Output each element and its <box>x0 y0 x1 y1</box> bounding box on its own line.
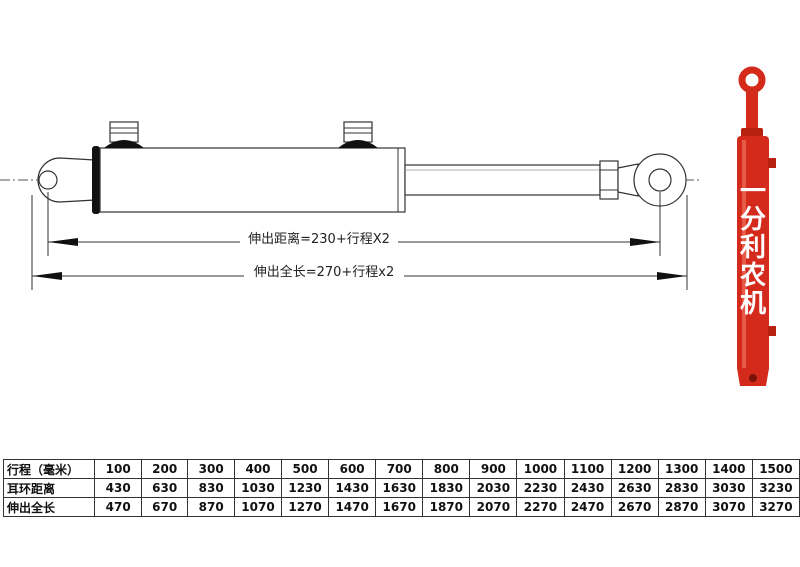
table-cell: 1200 <box>610 459 659 479</box>
table-cell: 1000 <box>516 459 565 479</box>
table-cell: 2230 <box>516 478 565 498</box>
table-cell: 630 <box>140 478 189 498</box>
top-collar <box>741 128 763 138</box>
table-cell: 3230 <box>751 478 800 498</box>
vertical-char-0: 一 <box>740 177 766 207</box>
table-cell: 1100 <box>563 459 612 479</box>
table-cell: 1400 <box>704 459 753 479</box>
rear-clevis-eye <box>37 157 96 203</box>
dimension-label-retracted: 伸出距离=230+行程X2 <box>248 231 390 247</box>
vertical-char-2: 利 <box>740 233 766 263</box>
table-cell: 600 <box>328 459 377 479</box>
table-cell: 1500 <box>751 459 800 479</box>
row-header: 行程（毫米） <box>2 459 96 479</box>
table-cell: 2670 <box>610 497 659 517</box>
table-cell: 700 <box>375 459 424 479</box>
table-cell: 2030 <box>469 478 518 498</box>
vertical-char-4: 机 <box>740 289 766 319</box>
table-cell: 2830 <box>657 478 706 498</box>
table-row-stroke: 行程（毫米） 100 200 300 400 500 600 700 800 9… <box>2 459 800 479</box>
front-eye-hole <box>648 168 672 192</box>
table-cell: 1270 <box>281 497 330 517</box>
barrel-highlight <box>742 140 746 368</box>
table-cell: 1630 <box>375 478 424 498</box>
upper-port <box>768 158 776 168</box>
cylinder-barrel <box>99 147 406 213</box>
table-cell: 200 <box>140 459 189 479</box>
table-cell: 430 <box>94 478 142 498</box>
vertical-char-1: 分 <box>740 205 766 235</box>
table-cell: 2270 <box>516 497 565 517</box>
table-cell: 800 <box>422 459 471 479</box>
table-cell: 400 <box>233 459 283 479</box>
table-cell: 2430 <box>563 478 612 498</box>
table-cell: 500 <box>281 459 330 479</box>
table-cell: 870 <box>187 497 235 517</box>
table-row-eye-distance: 耳环距离 430 630 830 1030 1230 1430 1630 183… <box>2 478 800 498</box>
row-header: 耳环距离 <box>2 478 96 498</box>
table-cell: 3030 <box>704 478 753 498</box>
port-left <box>109 121 139 143</box>
hydraulic-cylinder-drawing: 伸出距离=230+行程X2 伸出全长=270+行程x2 一 分 利 农 机 <box>0 66 776 386</box>
table-cell: 830 <box>187 478 235 498</box>
table-cell: 1870 <box>422 497 471 517</box>
arrow-left <box>48 238 78 246</box>
lock-nut <box>599 160 619 200</box>
table-cell: 1300 <box>657 459 706 479</box>
table-cell: 2470 <box>563 497 612 517</box>
lower-port <box>768 326 776 336</box>
table-cell: 470 <box>94 497 142 517</box>
port-right <box>343 121 373 143</box>
table-cell: 2630 <box>610 478 659 498</box>
table-row-total-length: 伸出全长 470 670 870 1070 1270 1470 1670 187… <box>2 497 800 517</box>
table-cell: 3270 <box>751 497 800 517</box>
table-cell: 100 <box>94 459 142 479</box>
table-cell: 2870 <box>657 497 706 517</box>
table-cell: 300 <box>187 459 235 479</box>
bottom-eye <box>749 374 757 382</box>
top-rod <box>746 88 758 130</box>
table-cell: 1430 <box>328 478 377 498</box>
cylinder-band <box>92 146 100 214</box>
label-bg <box>240 229 398 247</box>
table-cell: 900 <box>469 459 518 479</box>
table-cell: 670 <box>140 497 189 517</box>
table-cell: 1670 <box>375 497 424 517</box>
table-cell: 1230 <box>281 478 330 498</box>
arrow-right <box>657 272 687 280</box>
dimension-label-total: 伸出全长=270+行程x2 <box>254 264 395 280</box>
rear-eye-hole <box>38 170 58 190</box>
arrow-right <box>630 238 660 246</box>
piston-rod <box>404 164 601 196</box>
table-cell: 1030 <box>233 478 283 498</box>
table-cell: 2070 <box>469 497 518 517</box>
vertical-char-3: 农 <box>739 261 766 291</box>
top-eye <box>738 66 766 94</box>
spec-table: 行程（毫米） 100 200 300 400 500 600 700 800 9… <box>2 459 800 517</box>
label-bg <box>244 262 404 280</box>
front-rod-eye-neck <box>617 163 639 197</box>
table-cell: 1470 <box>328 497 377 517</box>
table-cell: 1070 <box>233 497 283 517</box>
row-header: 伸出全长 <box>2 497 96 517</box>
arrow-left <box>32 272 62 280</box>
red-cylinder-photo: 一 分 利 农 机 <box>737 66 776 386</box>
port-left-weld <box>104 140 144 148</box>
table-cell: 3070 <box>704 497 753 517</box>
table-cell: 1830 <box>422 478 471 498</box>
port-right-weld <box>338 140 378 148</box>
